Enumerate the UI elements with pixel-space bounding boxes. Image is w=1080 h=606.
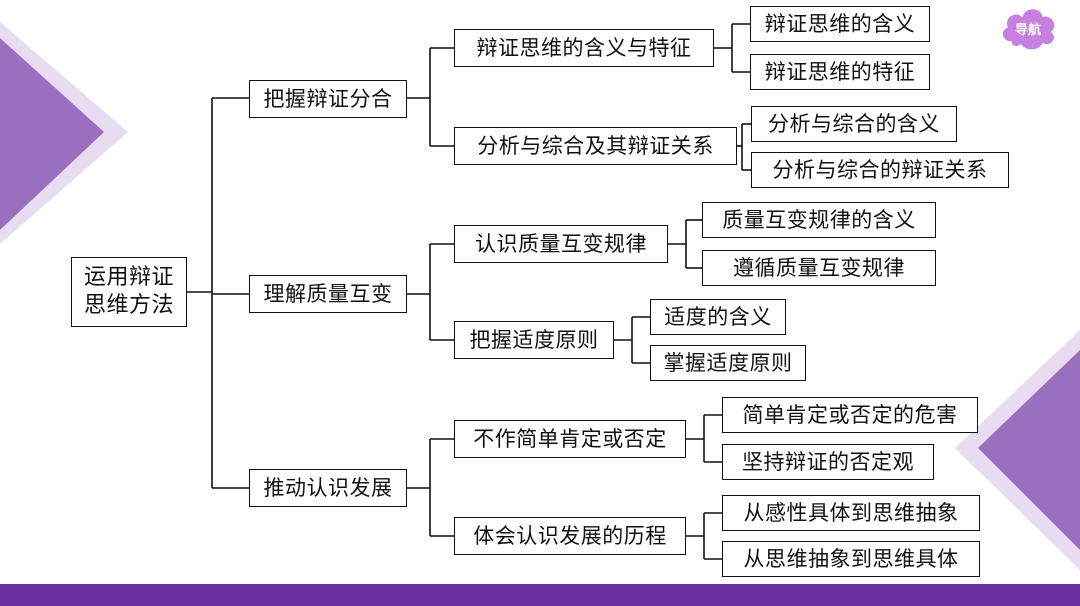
leaf-3-1-1: 简单肯定或否定的危害 (722, 397, 978, 433)
leaf-3-2-1: 从感性具体到思维抽象 (722, 495, 980, 531)
root-line-2: 思维方法 (83, 293, 174, 318)
leaf-1-2-2: 分析与综合的辩证关系 (751, 152, 1009, 188)
nav-button[interactable]: 导航 (997, 2, 1059, 54)
leaf-2-1-1: 质量互变规律的含义 (702, 202, 936, 238)
branch-3-node: 推动认识发展 (249, 469, 407, 507)
leaf-1-1-2: 辩证思维的特征 (750, 54, 930, 90)
topic-1-1-node: 辩证思维的含义与特征 (454, 29, 714, 67)
cloud-icon (1001, 7, 1056, 51)
topic-2-2-node: 把握适度原则 (454, 321, 614, 359)
leaf-3-2-2: 从思维抽象到思维具体 (722, 541, 980, 577)
leaf-2-2-1: 适度的含义 (650, 299, 786, 335)
nav-label: 导航 (1014, 22, 1041, 38)
branch-1-node: 把握辩证分合 (249, 80, 407, 118)
leaf-1-1-1: 辩证思维的含义 (750, 6, 930, 42)
topic-3-2-node: 体会认识发展的历程 (454, 517, 686, 555)
leaf-3-1-2: 坚持辩证的否定观 (722, 444, 934, 480)
leaf-2-1-2: 遵循质量互变规律 (702, 250, 936, 286)
root-node: 运用辩证 思维方法 (71, 257, 187, 327)
topic-2-1-node: 认识质量互变规律 (454, 225, 668, 263)
leaf-1-2-1: 分析与综合的含义 (751, 106, 957, 142)
topic-3-1-node: 不作简单肯定或否定 (454, 420, 686, 458)
bottom-bar (0, 584, 1080, 606)
right-triangle-inner (978, 350, 1080, 550)
branch-2-node: 理解质量互变 (249, 275, 407, 313)
left-triangle-inner (0, 38, 104, 230)
root-line-1: 运用辩证 (83, 265, 174, 290)
topic-1-2-node: 分析与综合及其辩证关系 (454, 127, 737, 165)
leaf-2-2-2: 掌握适度原则 (650, 345, 806, 381)
